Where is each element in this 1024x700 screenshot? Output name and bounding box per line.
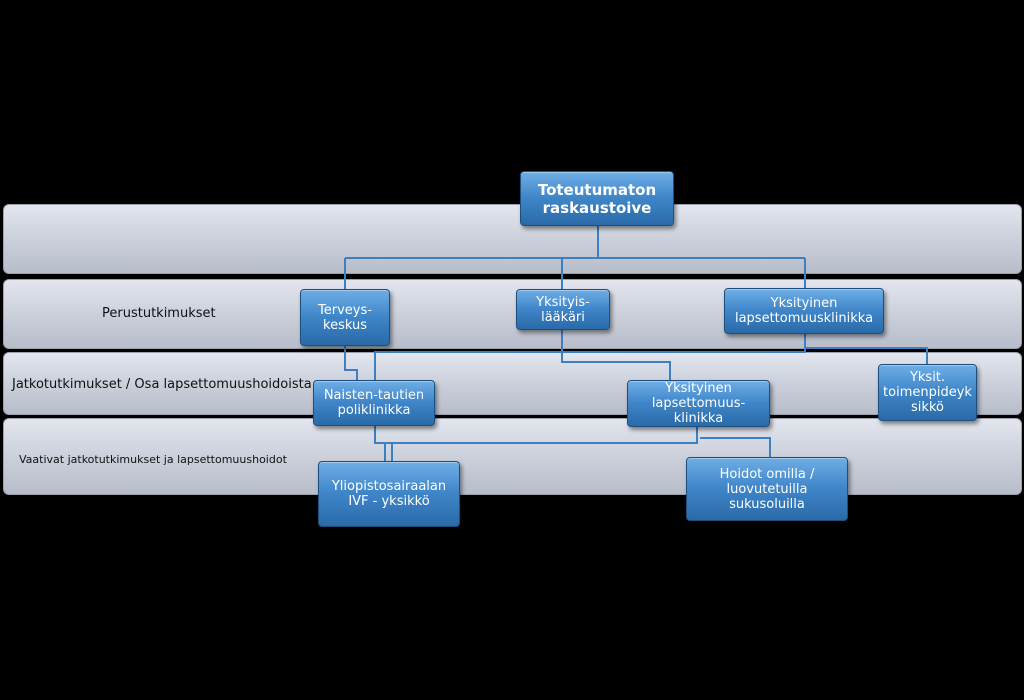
band-label-jatkotutkimukset: Jatkotutkimukset / Osa lapsettomuushoido…	[12, 377, 312, 392]
band-label-perustutkimukset: Perustutkimukset	[102, 306, 216, 321]
node-terveyskeskus[interactable]: Terveys- keskus	[300, 289, 390, 346]
connector-klinikka-to-naistentautien	[374, 334, 806, 380]
connector-klinikka-to-hoidot	[384, 427, 698, 462]
connector-branch-to-hoidot	[700, 437, 771, 458]
connector-yksityislaakari-to-klinikka	[561, 330, 671, 380]
node-hoidot-sukusoluilla[interactable]: Hoidot omilla / luovutetuilla sukusoluil…	[686, 457, 848, 521]
node-ivf-yksikko[interactable]: Yliopistosairaalan IVF - yksikkö	[318, 461, 460, 527]
node-yksityinen-lapsettomuusklinikka[interactable]: Yksityinen lapsettomuusklinikka	[724, 288, 884, 334]
band-vaativat: Vaativat jatkotutkimukset ja lapsettomuu…	[3, 418, 1022, 495]
node-toteutumaton-raskaustoive[interactable]: Toteutumaton raskaustoive	[520, 171, 674, 226]
node-yksityinen-lapsettomuusklinikka-mid[interactable]: Yksityinen lapsettomuus- klinikka	[627, 380, 770, 427]
connector-klinikka-to-toimenpide	[805, 347, 928, 364]
node-naistentautien-poliklinikka[interactable]: Naisten-tautien poliklinikka	[313, 380, 435, 426]
connector-naistentautien-to-ivf	[374, 426, 393, 462]
node-toimenpideyksikko[interactable]: Yksit. toimenpideyk sikkö	[878, 364, 977, 421]
connector-root-to-level1	[344, 226, 806, 290]
node-yksityislaakari[interactable]: Yksityis- lääkäri	[516, 289, 610, 330]
band-label-vaativat: Vaativat jatkotutkimukset ja lapsettomuu…	[19, 453, 287, 466]
connector-terveyskeskus-to-naistentautien	[344, 346, 358, 380]
band-top	[3, 204, 1022, 274]
